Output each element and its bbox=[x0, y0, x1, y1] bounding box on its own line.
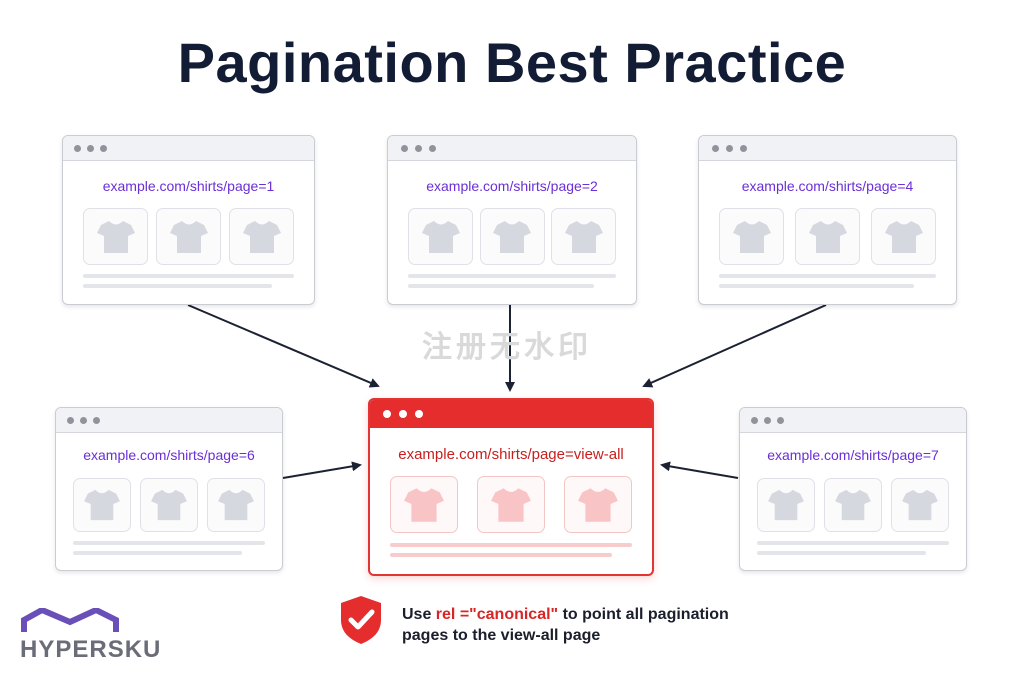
text-line bbox=[719, 274, 936, 278]
product-grid bbox=[757, 478, 949, 532]
house-roof-icon bbox=[21, 606, 119, 632]
watermark: 注册无水印 bbox=[422, 330, 592, 365]
shield-check-icon bbox=[341, 596, 381, 644]
tshirt-icon bbox=[902, 489, 938, 521]
product-tile bbox=[795, 208, 860, 265]
arrow-page-1 bbox=[187, 304, 380, 388]
tshirt-icon bbox=[835, 489, 871, 521]
brand-name: HYPERSKU bbox=[20, 636, 162, 663]
page-title: Pagination Best Practice bbox=[177, 31, 847, 94]
window-titlebar bbox=[699, 136, 956, 161]
tshirt-icon bbox=[491, 487, 531, 522]
product-grid bbox=[719, 208, 936, 265]
browser-window-view-all: example.com/shirts/page=view-all bbox=[368, 398, 654, 576]
tshirt-icon bbox=[404, 487, 444, 522]
window-titlebar bbox=[740, 408, 966, 433]
product-tile bbox=[229, 208, 294, 265]
product-tile bbox=[207, 478, 265, 532]
text-line bbox=[719, 284, 914, 288]
product-grid bbox=[408, 208, 616, 265]
product-grid bbox=[73, 478, 265, 532]
tshirt-icon bbox=[169, 220, 208, 253]
tshirt-icon bbox=[808, 220, 847, 253]
product-tile bbox=[156, 208, 221, 265]
text-line bbox=[757, 551, 926, 555]
tshirt-icon bbox=[578, 487, 618, 522]
browser-window-page-1: example.com/shirts/page=1 bbox=[62, 135, 315, 305]
text-line bbox=[390, 553, 612, 557]
arrow-page-4 bbox=[642, 304, 827, 388]
tshirt-icon bbox=[493, 220, 531, 253]
product-tile bbox=[891, 478, 949, 532]
product-grid bbox=[390, 476, 632, 533]
text-line bbox=[408, 274, 616, 278]
text-line bbox=[757, 541, 949, 545]
product-tile bbox=[408, 208, 473, 265]
page-url: example.com/shirts/page=2 bbox=[426, 178, 598, 194]
product-tile bbox=[477, 476, 545, 533]
product-tile bbox=[719, 208, 784, 265]
window-titlebar bbox=[56, 408, 282, 433]
tshirt-icon bbox=[732, 220, 771, 253]
product-tile bbox=[83, 208, 148, 265]
note-text: Use rel ="canonical" to point all pagina… bbox=[402, 606, 729, 644]
tshirt-icon bbox=[96, 220, 135, 253]
window-titlebar bbox=[370, 400, 652, 428]
note-highlight: rel ="canonical" bbox=[435, 606, 559, 623]
tshirt-icon bbox=[218, 489, 254, 521]
text-line bbox=[83, 274, 294, 278]
tshirt-icon bbox=[564, 220, 603, 253]
browser-window-page-4: example.com/shirts/page=4 bbox=[698, 135, 957, 305]
canonical-note: Use rel ="canonical" to point all pagina… bbox=[338, 594, 729, 651]
text-line bbox=[83, 284, 272, 288]
product-tile bbox=[551, 208, 616, 265]
product-tile bbox=[390, 476, 458, 533]
product-tile bbox=[757, 478, 815, 532]
product-tile bbox=[73, 478, 131, 532]
tshirt-icon bbox=[768, 489, 804, 521]
product-tile bbox=[140, 478, 198, 532]
browser-window-page-2: example.com/shirts/page=2 bbox=[387, 135, 637, 305]
browser-window-page-7: example.com/shirts/page=7 bbox=[739, 407, 967, 571]
brand-logo: HYPERSKU bbox=[20, 606, 160, 663]
tshirt-icon bbox=[84, 489, 120, 521]
page-url: example.com/shirts/page=4 bbox=[741, 178, 914, 194]
tshirt-icon bbox=[151, 489, 187, 521]
page-url: example.com/shirts/page=7 bbox=[767, 447, 939, 463]
arrow-page-7 bbox=[660, 461, 739, 479]
canonical-page-url: example.com/shirts/page=view-all bbox=[398, 446, 624, 463]
browser-window-page-6: example.com/shirts/page=6 bbox=[55, 407, 283, 571]
window-titlebar bbox=[63, 136, 314, 161]
text-line bbox=[390, 543, 632, 547]
window-titlebar bbox=[388, 136, 636, 161]
product-tile bbox=[871, 208, 936, 265]
product-grid bbox=[83, 208, 294, 265]
text-line bbox=[408, 284, 594, 288]
tshirt-icon bbox=[884, 220, 923, 253]
page-url: example.com/shirts/page=1 bbox=[102, 178, 275, 194]
page-url: example.com/shirts/page=6 bbox=[83, 447, 255, 463]
arrow-page-6 bbox=[282, 461, 362, 479]
text-line bbox=[73, 541, 265, 545]
product-tile bbox=[479, 208, 545, 265]
tshirt-icon bbox=[242, 220, 281, 253]
product-tile bbox=[564, 476, 632, 533]
text-line bbox=[73, 551, 242, 555]
product-tile bbox=[824, 478, 882, 532]
tshirt-icon bbox=[421, 220, 460, 253]
